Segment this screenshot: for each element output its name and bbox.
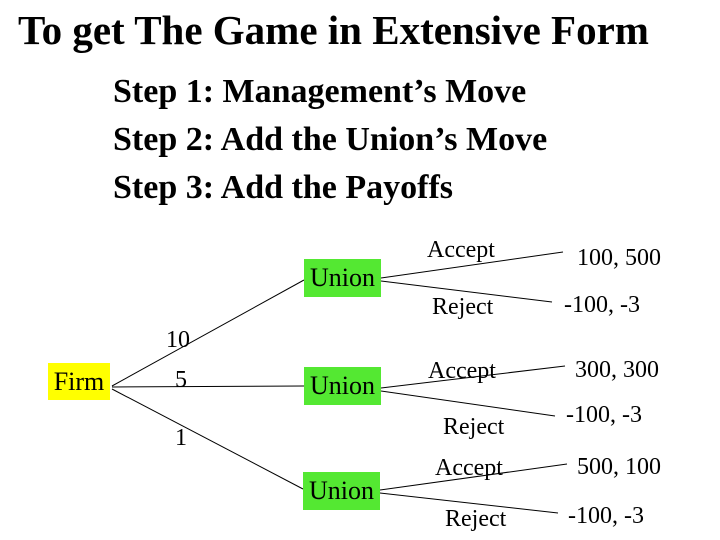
firm-node: Firm [48,363,110,400]
move-label-accept-middle: Accept [428,358,496,384]
move-label-reject-top: Reject [432,294,494,320]
payoff-value-top-accept: 100, 500 [577,245,661,271]
edge-union-bottom-reject [379,492,559,514]
steps-block: Step 1: Management’s Move Step 2: Add th… [113,68,547,212]
edge-union-middle-accept [380,365,566,389]
edge-union-top-reject [380,280,553,303]
branch-label-offer-1: 1 [175,425,187,451]
payoff-value-bottom-accept: 500, 100 [577,454,661,480]
step-3: Step 3: Add the Payoffs [113,169,454,206]
payoff-value-middle-reject: -100, -3 [566,402,642,428]
edge-firm-union-bottom [111,388,304,490]
branch-label-offer-10: 10 [166,327,190,353]
union-node-middle: Union [304,367,381,405]
edge-firm-union-middle [111,385,305,388]
edge-union-bottom-accept [379,463,568,491]
branch-label-offer-5: 5 [175,367,187,393]
edge-union-top-accept [380,251,564,279]
step-1: Step 1: Management’s Move [113,73,527,110]
move-label-accept-top: Accept [427,237,495,263]
payoff-value-top-reject: -100, -3 [564,292,640,318]
edge-union-middle-reject [380,390,556,417]
payoff-value-bottom-reject: -100, -3 [568,503,644,529]
move-label-reject-bottom: Reject [445,506,507,532]
union-node-bottom: Union [303,472,380,510]
step-2: Step 2: Add the Union’s Move [113,121,548,158]
move-label-accept-bottom: Accept [435,455,503,481]
payoff-value-middle-accept: 300, 300 [575,357,659,383]
union-node-top: Union [304,259,381,297]
move-label-reject-middle: Reject [443,414,505,440]
slide-title: To get The Game in Extensive Form [18,7,649,53]
edge-firm-union-top [111,279,305,387]
